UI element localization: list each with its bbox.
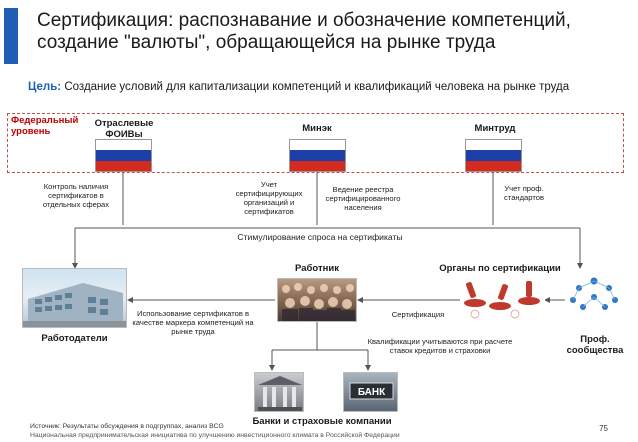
- goal-statement: Цель: Создание условий для капитализации…: [28, 80, 618, 95]
- note-control: Контроль наличия сертификатов в отдельны…: [42, 182, 110, 209]
- bank-sign-image: БАНК: [343, 372, 398, 412]
- worker-label: Работник: [295, 263, 339, 274]
- goal-label: Цель:: [28, 81, 62, 93]
- footer-org: Национальная предпринимательская инициат…: [30, 432, 400, 439]
- org-foiv-label: Отраслевые ФОИВы: [94, 118, 154, 140]
- goal-text: Создание условий для капитализации компе…: [61, 81, 570, 93]
- prof-communities-label: Проф. сообщества: [566, 334, 624, 356]
- stamps-image: [460, 278, 545, 320]
- flag-foiv-icon: [95, 139, 152, 172]
- note-certifiers: Учет сертифицирующих организаций и серти…: [235, 180, 303, 216]
- note-banks: Квалификации учитываются при расчете ста…: [367, 337, 513, 355]
- federal-level-box: [7, 113, 624, 173]
- bank-sign-text: БАНК: [358, 387, 386, 398]
- page-title: Сертификация: распознавание и обозначени…: [37, 10, 571, 53]
- cert-bodies-label: Органы по сертификации: [439, 263, 561, 274]
- federal-level-label: Федеральный уровень: [11, 115, 79, 137]
- note-demand: Стимулирование спроса на сертификаты: [237, 232, 403, 242]
- banks-label: Банки и страховые компании: [252, 416, 392, 427]
- employers-label: Работодатели: [41, 333, 108, 344]
- page-number: 75: [599, 424, 608, 433]
- flag-mintrud-icon: [465, 139, 522, 172]
- title-accent-bar: [4, 8, 18, 64]
- note-standards: Учет проф. стандартов: [504, 184, 544, 202]
- employers-image: [22, 268, 127, 328]
- org-mintrud-label: Минтруд: [474, 123, 516, 134]
- flag-minek-icon: [289, 139, 346, 172]
- bank-building-image: [254, 372, 304, 412]
- org-minek-label: Минэк: [302, 123, 332, 134]
- crowd-image: [277, 278, 357, 322]
- note-registry: Ведение реестра сертифицированного насел…: [325, 185, 401, 212]
- note-certification: Сертификация: [391, 310, 445, 319]
- note-usage: Использование сертификатов в качестве ма…: [132, 309, 254, 336]
- footer-source: Источник: Результаты обсуждения в подгру…: [30, 423, 224, 430]
- prof-communities-image: [567, 275, 622, 315]
